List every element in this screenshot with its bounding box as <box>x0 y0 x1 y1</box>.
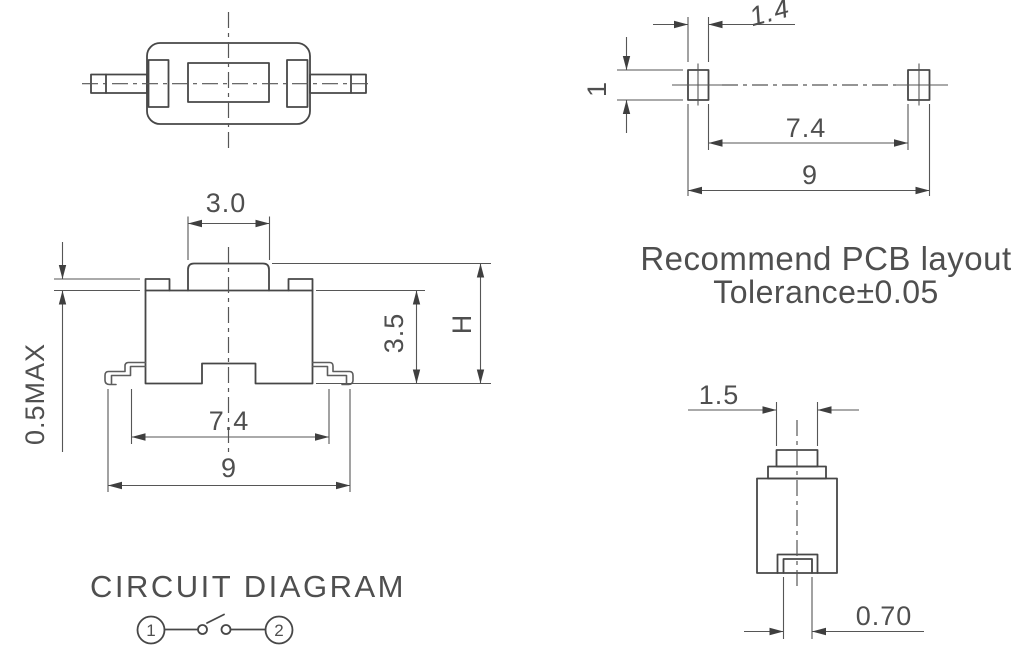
front-dim-body-height: 3.5 <box>316 289 491 385</box>
pcb-dim-inner-span: 7.4 <box>707 104 909 150</box>
pcb-dim-inner-span-label: 7.4 <box>786 113 827 143</box>
circuit-contact-right <box>220 624 232 635</box>
side-view-terminal-inner <box>782 558 813 574</box>
pcb-dim-outer-span-label: 9 <box>802 160 818 190</box>
front-view: 3.0 0.5MAX 3.5 H 7.4 <box>20 188 491 492</box>
pcb-dim-pad-width: 1.4 <box>653 0 795 62</box>
circuit-switch-blade <box>206 613 225 624</box>
side-view: 1.5 0.70 <box>688 380 924 639</box>
pcb-dim-outer-span: 9 <box>687 104 931 196</box>
front-dim-outer-span: 9 <box>107 389 351 492</box>
circuit-terminal-2-circle <box>264 615 294 645</box>
front-dim-tab-height-label: 0.5MAX <box>20 343 50 445</box>
circuit-diagram-title: CIRCUIT DIAGRAM <box>90 569 406 604</box>
circuit-terminal-2-label: 2 <box>274 621 283 640</box>
front-view-top-tabs <box>144 278 314 292</box>
pcb-dim-pad-width-label: 1.4 <box>746 0 793 32</box>
front-view-right-lead <box>311 361 354 386</box>
front-dim-button-width-label: 3.0 <box>206 188 247 218</box>
circuit-diagram: CIRCUIT DIAGRAM 1 2 <box>90 569 406 645</box>
front-view-button <box>187 262 270 292</box>
top-view <box>82 12 373 150</box>
front-view-body <box>144 289 314 385</box>
pcb-caption-line2: Tolerance±0.05 <box>713 274 939 310</box>
front-dim-total-height: H <box>272 262 491 384</box>
front-dim-total-height-label: H <box>447 314 477 335</box>
front-dim-inner-span: 7.4 <box>130 389 330 444</box>
side-dim-stem-width-label: 1.5 <box>699 380 740 410</box>
circuit-terminal-1-label: 1 <box>146 621 155 640</box>
pcb-dim-pad-height-label: 1 <box>582 81 612 97</box>
pcb-layout: 1 1.4 7.4 9 Recommend PCB layout Toleran… <box>582 0 1011 310</box>
circuit-contact-left <box>197 624 208 635</box>
side-dim-terminal-width: 0.70 <box>744 577 924 639</box>
side-dim-terminal-width-label: 0.70 <box>856 601 913 631</box>
side-dim-stem-width: 1.5 <box>688 380 859 446</box>
front-view-left-lead <box>104 361 147 386</box>
front-dim-outer-span-label: 9 <box>221 453 237 483</box>
front-dim-button-width: 3.0 <box>187 188 271 260</box>
front-dim-tab-height: 0.5MAX <box>20 242 140 452</box>
pcb-caption-line1: Recommend PCB layout <box>640 240 1011 277</box>
pcb-dim-pad-height: 1 <box>582 37 683 133</box>
front-dim-body-height-label: 3.5 <box>379 313 409 354</box>
front-dim-inner-span-label: 7.4 <box>209 406 250 436</box>
